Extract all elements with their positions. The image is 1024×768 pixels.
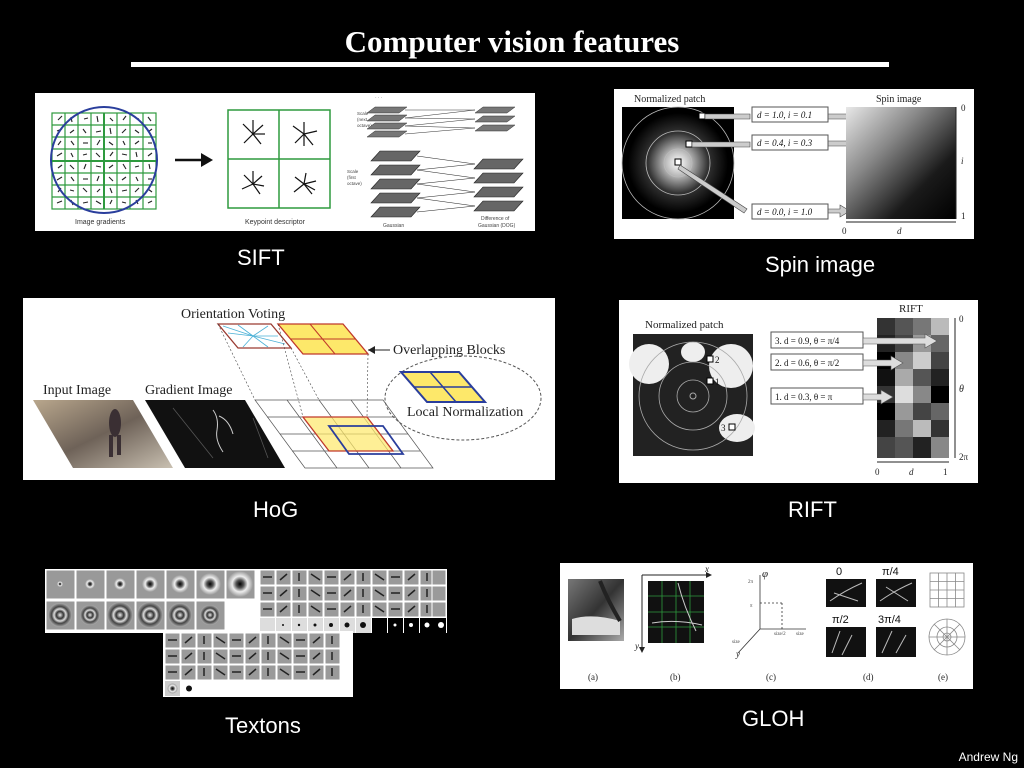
rift-box-2: 2. d = 0.6, θ = π/2 — [775, 358, 839, 368]
svg-text:3: 3 — [721, 423, 726, 433]
caption-textons: Textons — [225, 713, 301, 738]
svg-text:φ: φ — [762, 568, 768, 580]
svg-text:y: y — [735, 649, 740, 659]
svg-text:0: 0 — [961, 103, 966, 113]
sift-label-gaussian: Gaussian — [383, 223, 404, 229]
svg-text:(d): (d) — [863, 672, 874, 682]
texton-spot-filters — [45, 569, 261, 633]
texton-oriented-filters-a — [259, 569, 447, 633]
svg-text:x: x — [704, 564, 709, 574]
svg-text:size/2: size/2 — [774, 632, 786, 637]
sift-label-dog: Difference of — [481, 216, 510, 222]
textons-figure — [45, 569, 447, 697]
svg-text:Scale: Scale — [347, 169, 359, 174]
caption-gloh: GLOH — [742, 706, 805, 731]
gloh-angle-pi4: π/4 — [882, 566, 899, 578]
title-underline — [131, 62, 889, 67]
svg-text:size: size — [732, 640, 741, 645]
rift-figure: Normalized patch 2 1 3 3. d = 0.9, θ = π… — [619, 300, 978, 483]
slide-title: Computer vision features — [344, 24, 680, 59]
svg-text:(e): (e) — [938, 672, 948, 682]
svg-text:0: 0 — [842, 226, 847, 236]
gloh-grid-e — [928, 572, 966, 656]
spin-box-1: d = 1.0, i = 0.1 — [757, 110, 812, 120]
svg-text:1: 1 — [943, 467, 948, 477]
gloh-angle-pi2: π/2 — [832, 614, 849, 626]
svg-text:(b): (b) — [670, 672, 681, 682]
rift-box-3: 3. d = 0.9, θ = π/4 — [775, 336, 840, 346]
spin-histogram — [846, 107, 956, 219]
spin-image-figure: Normalized patch d = 1.0, i = 0.1 d = 0.… — [614, 89, 974, 239]
gloh-3d-axes — [737, 575, 806, 654]
svg-text:0: 0 — [959, 314, 964, 324]
rift-box-1: 1. d = 0.3, θ = π — [775, 392, 833, 402]
svg-text:1: 1 — [961, 211, 966, 221]
sift-label-descriptor: Keypoint descriptor — [245, 219, 306, 226]
caption-hog: HoG — [253, 497, 299, 522]
caption-spin-image: Spin image — [765, 252, 876, 277]
arrow-right-icon — [175, 153, 213, 167]
svg-text:· · ·: · · · — [375, 96, 383, 101]
spin-label-image: Spin image — [876, 94, 922, 105]
svg-text:i: i — [961, 156, 964, 166]
hog-label-gradient: Gradient Image — [145, 383, 232, 398]
svg-text:(a): (a) — [588, 672, 598, 682]
sift-dog-pyramid: · · · Scale (next octave) Scale (first o… — [347, 96, 524, 229]
sift-gradient-grid — [51, 112, 157, 210]
gloh-angle-0: 0 — [836, 566, 842, 578]
spin-label-patch: Normalized patch — [634, 94, 705, 105]
author-credit: Andrew Ng — [958, 750, 1018, 764]
rift-label-title: RIFT — [899, 303, 923, 315]
hog-label-input: Input Image — [43, 383, 111, 398]
texton-oriented-filters-b — [163, 631, 353, 697]
svg-text:(next: (next — [357, 117, 368, 122]
svg-text:octave): octave) — [347, 181, 362, 186]
gloh-figure: (a) x y (b) φ 2π π size/2 size size y (c… — [560, 563, 973, 689]
hog-label-blocks: Overlapping Blocks — [393, 343, 505, 358]
svg-text:d: d — [897, 226, 902, 236]
caption-sift: SIFT — [237, 245, 285, 270]
rift-label-patch: Normalized patch — [645, 319, 724, 331]
gloh-angle-3pi4: 3π/4 — [878, 614, 901, 626]
hog-input-photo — [33, 400, 173, 468]
svg-text:2π: 2π — [959, 452, 969, 462]
svg-text:(first: (first — [347, 175, 356, 180]
sift-label-gradients: Image gradients — [75, 219, 126, 226]
spin-box-2: d = 0.4, i = 0.3 — [757, 138, 813, 148]
hog-figure: Orientation Voting Overlapping Blocks In… — [23, 298, 555, 480]
hog-label-voting: Orientation Voting — [181, 307, 285, 322]
svg-text:2π: 2π — [748, 580, 754, 585]
sift-figure: Image gradients Keypoint descriptor — [35, 93, 535, 231]
svg-text:(c): (c) — [766, 672, 776, 682]
caption-rift: RIFT — [788, 497, 837, 522]
spin-box-3: d = 0.0, i = 1.0 — [757, 207, 813, 217]
svg-text:Scale: Scale — [357, 111, 369, 116]
svg-text:size: size — [796, 632, 805, 637]
svg-text:θ: θ — [959, 384, 964, 395]
svg-text:d: d — [909, 467, 914, 477]
svg-text:y: y — [634, 641, 639, 651]
sift-gaussian-window — [50, 106, 158, 214]
svg-text:0: 0 — [875, 467, 880, 477]
svg-text:2: 2 — [715, 355, 720, 365]
svg-text:octave): octave) — [357, 123, 372, 128]
svg-text:π: π — [750, 604, 753, 609]
svg-text:1: 1 — [715, 377, 720, 387]
svg-text:Gaussian (DOG): Gaussian (DOG) — [478, 223, 516, 229]
hog-label-norm: Local Normalization — [407, 405, 523, 420]
sift-keypoint-descriptor: Keypoint descriptor — [227, 109, 331, 226]
